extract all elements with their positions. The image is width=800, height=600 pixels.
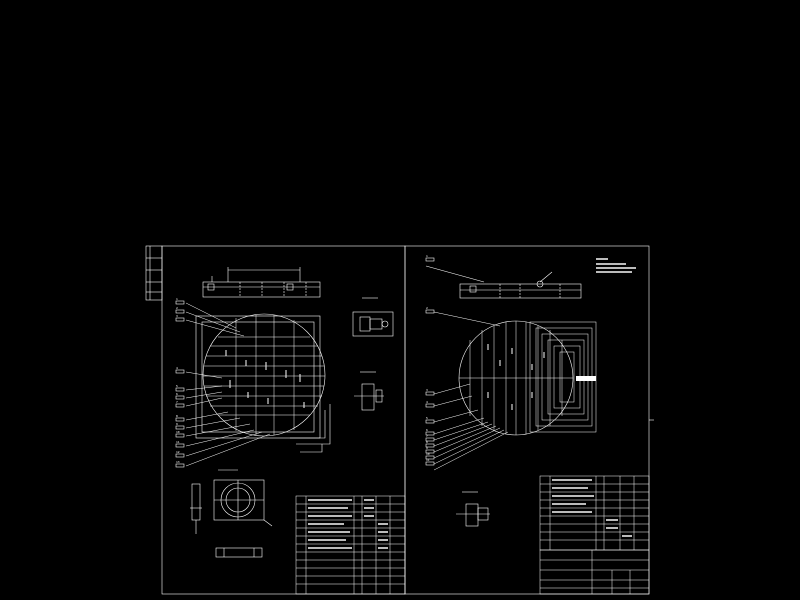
balloon-label: 13 xyxy=(176,460,180,464)
right-plan-hatch xyxy=(576,376,596,381)
right-plan-grid-lines xyxy=(459,321,573,435)
balloon-label: 12 xyxy=(176,450,180,454)
balloon-label: 8 xyxy=(426,440,428,444)
balloon-label: 5 xyxy=(176,384,178,388)
left-flange-detail xyxy=(213,469,273,527)
left-detail-b xyxy=(354,371,384,411)
balloon-label: 11 xyxy=(426,458,430,462)
balloon-label: 6 xyxy=(426,428,428,432)
left-plan-outer-frame xyxy=(195,315,321,439)
left-plan-circle xyxy=(202,313,326,437)
left-bolt-section xyxy=(190,483,202,534)
left-plan-dashes xyxy=(225,350,305,408)
balloon-label: 9 xyxy=(426,446,428,450)
right-section-detail xyxy=(456,491,490,527)
balloon-label: 10 xyxy=(426,452,430,456)
left-parts-table xyxy=(295,495,406,595)
balloon-label: 5 xyxy=(426,416,428,420)
right-plan-dashes xyxy=(487,344,545,410)
balloon-label: 3 xyxy=(426,388,428,392)
balloon-label: 7 xyxy=(426,434,428,438)
balloon-label: 2 xyxy=(426,306,428,310)
right-plan-balloon-marks xyxy=(425,257,435,466)
balloon-label: 7 xyxy=(176,400,178,404)
balloon-label: 6 xyxy=(176,392,178,396)
left-small-bar xyxy=(215,547,263,558)
balloon-label: 9 xyxy=(176,422,178,426)
left-side-elevation xyxy=(202,267,321,298)
left-plan-balloon-labels: 1 2 3 4 5 6 7 8 9 10 11 12 13 xyxy=(176,297,180,464)
balloon-label: 2 xyxy=(176,306,178,310)
balloon-label: 1 xyxy=(176,297,178,301)
balloon-label: 11 xyxy=(176,440,180,444)
right-side-elevation xyxy=(425,265,582,299)
right-plan-leaders xyxy=(433,311,509,471)
balloon-label: 10 xyxy=(176,430,180,434)
right-parts-table-fill xyxy=(552,479,632,537)
right-title-block xyxy=(539,549,650,595)
sheet-right xyxy=(404,245,654,595)
left-parts-table-fill xyxy=(308,499,388,549)
balloon-label: 1 xyxy=(426,254,428,258)
right-plan-balloon-labels: 1 2 3 4 5 6 7 8 9 10 11 xyxy=(426,254,430,462)
sheet-left xyxy=(145,245,406,595)
left-plan-grid-lines xyxy=(203,315,325,435)
left-plan-leaders xyxy=(185,302,271,467)
balloon-label: 8 xyxy=(176,414,178,418)
balloon-label: 4 xyxy=(426,400,428,404)
left-detail-a xyxy=(352,297,394,337)
right-notes xyxy=(596,258,636,273)
left-plan-balloon-marks xyxy=(175,300,185,468)
balloon-label: 4 xyxy=(176,366,178,370)
balloon-label: 3 xyxy=(176,314,178,318)
right-parts-table xyxy=(539,475,650,551)
